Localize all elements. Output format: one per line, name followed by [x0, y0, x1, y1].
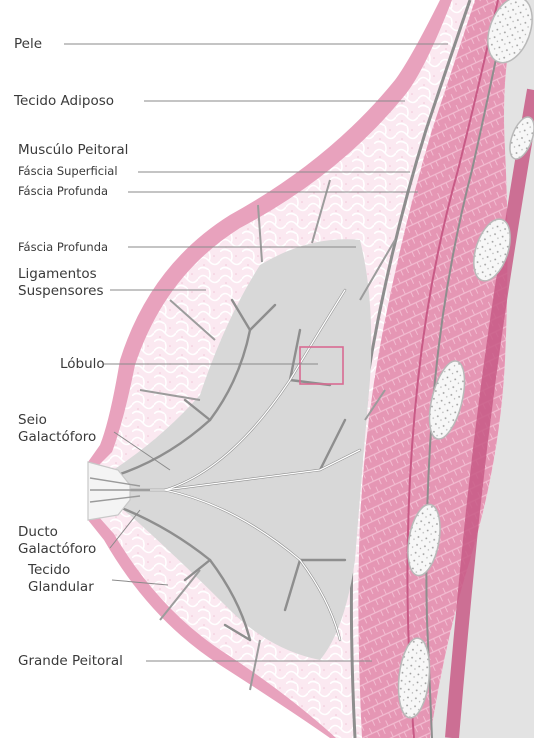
label-glandular-tissue: Tecido Glandular	[28, 562, 113, 596]
label-major-pectoral: Grande Peitoral	[18, 653, 123, 670]
label-pectoral-muscle: Muscúlo Peitoral	[18, 142, 128, 159]
label-deep-fascia: Fáscia Profunda	[18, 240, 108, 254]
label-lobule: Lóbulo	[60, 356, 105, 373]
label-lactiferous-duct: Ducto Galactóforo	[18, 524, 113, 558]
label-adipose: Tecido Adiposo	[14, 93, 114, 110]
label-lactiferous-sinus: Seio Galactóforo	[18, 412, 113, 446]
label-deep-fascia-upper: Fáscia Profunda	[18, 184, 108, 198]
label-superficial-fascia: Fáscia Superficial	[18, 164, 118, 178]
label-skin: Pele	[14, 36, 42, 53]
label-suspensory-ligaments: Ligamentos Suspensores	[18, 266, 118, 300]
